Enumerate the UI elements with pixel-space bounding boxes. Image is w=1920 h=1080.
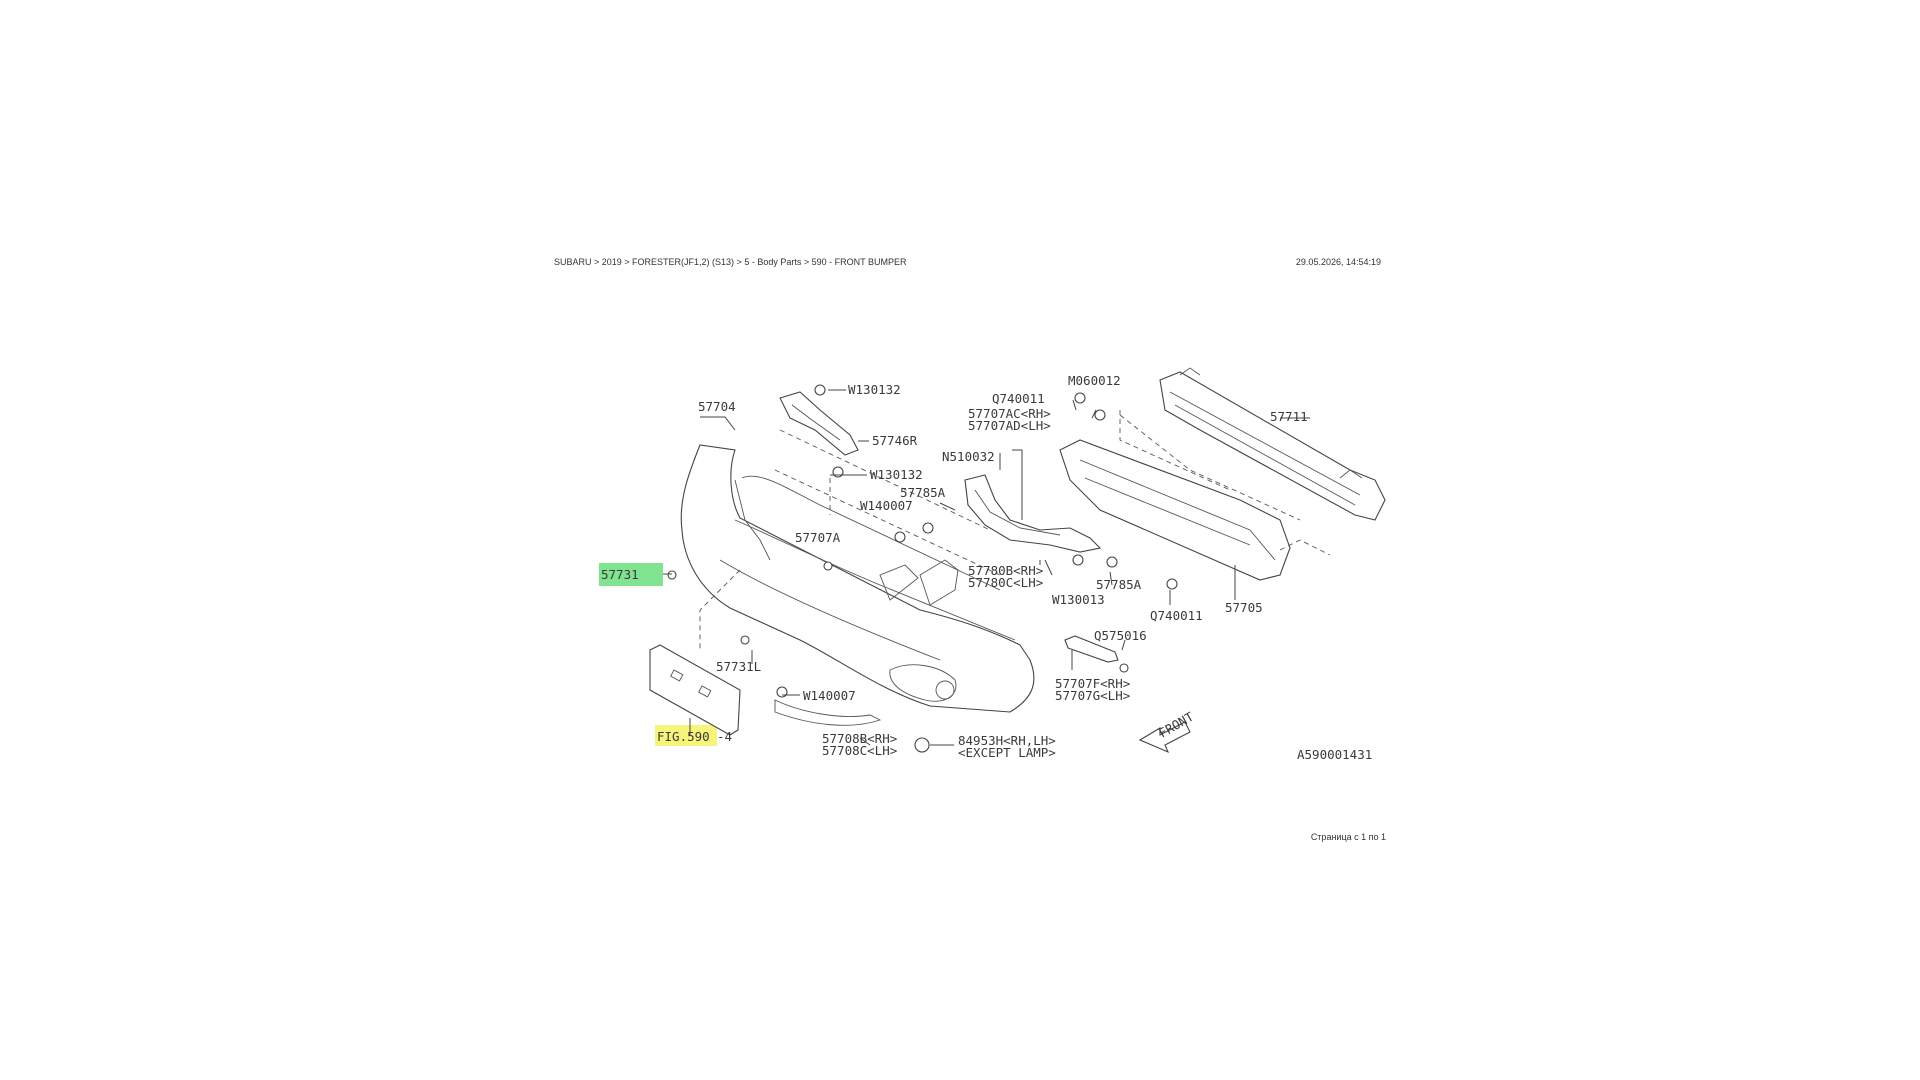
page-info: Страница с 1 по 1 xyxy=(1310,832,1386,842)
print-datetime: 29.05.2026, 14:54:19 xyxy=(1295,257,1381,267)
label-57707ad[interactable]: 57707AD<LH> xyxy=(968,418,1051,433)
breadcrumb: SUBARU > 2019 > FORESTER(JF1,2) (S13) > … xyxy=(554,257,907,267)
label-57705[interactable]: 57705 xyxy=(1225,600,1263,615)
upper-bracket-57746r xyxy=(779,391,859,456)
label-q740011a[interactable]: Q740011 xyxy=(992,391,1045,406)
bracket-57707ac xyxy=(964,474,1102,553)
front-arrow-icon xyxy=(1138,721,1191,754)
label-m060012[interactable]: M060012 xyxy=(1068,373,1121,388)
label-57731l[interactable]: 57731L xyxy=(716,659,761,674)
label-84953h[interactable]: 84953H<RH,LH> xyxy=(958,733,1056,748)
absorber-57705 xyxy=(1059,439,1291,581)
label-57785a-a[interactable]: 57785A xyxy=(900,485,946,500)
label-57780b[interactable]: 57780B<RH> xyxy=(968,563,1043,578)
label-84953h-note: <EXCEPT LAMP> xyxy=(958,745,1056,760)
label-w130132b[interactable]: W130132 xyxy=(870,467,923,482)
bumper-cover xyxy=(680,444,1035,726)
label-57731[interactable]: 57731 xyxy=(601,567,639,582)
leader-lines xyxy=(663,389,1310,746)
label-57707ac[interactable]: 57707AC<RH> xyxy=(968,406,1051,421)
label-q575016[interactable]: Q575016 xyxy=(1094,628,1147,643)
highlight-57731[interactable] xyxy=(599,563,663,586)
label-q740011b[interactable]: Q740011 xyxy=(1150,608,1203,623)
label-w130013[interactable]: W130013 xyxy=(1052,592,1105,607)
highlight-fig590[interactable] xyxy=(655,725,717,746)
label-57711[interactable]: 57711 xyxy=(1270,409,1308,424)
label-fig590[interactable]: FIG.590 xyxy=(657,729,710,744)
beam-57711 xyxy=(1159,367,1386,521)
label-fig590-suffix: -4 xyxy=(717,729,732,744)
license-bracket xyxy=(649,644,741,736)
label-n510032[interactable]: N510032 xyxy=(942,449,995,464)
label-w130132a[interactable]: W130132 xyxy=(848,382,901,397)
label-w140007b[interactable]: W140007 xyxy=(803,688,856,703)
label-57707f[interactable]: 57707F<RH> xyxy=(1055,676,1130,691)
assembly-lines xyxy=(699,410,1331,650)
label-57707g[interactable]: 57707G<LH> xyxy=(1055,688,1130,703)
label-57708b[interactable]: 57708B<RH> xyxy=(822,731,897,746)
part-labels: 57704 W130132 57746R W130132 Q740011 M06… xyxy=(601,373,1372,762)
bracket-57707f xyxy=(1064,635,1119,663)
label-57785a-b[interactable]: 57785A xyxy=(1096,577,1142,592)
label-57704[interactable]: 57704 xyxy=(698,399,736,414)
label-57780c[interactable]: 57780C<LH> xyxy=(968,575,1043,590)
label-57707a[interactable]: 57707A xyxy=(795,530,841,545)
label-57746r[interactable]: 57746R xyxy=(872,433,918,448)
diagram-code: A590001431 xyxy=(1297,747,1372,762)
label-57708c[interactable]: 57708C<LH> xyxy=(822,743,897,758)
label-w140007a[interactable]: W140007 xyxy=(860,498,913,513)
